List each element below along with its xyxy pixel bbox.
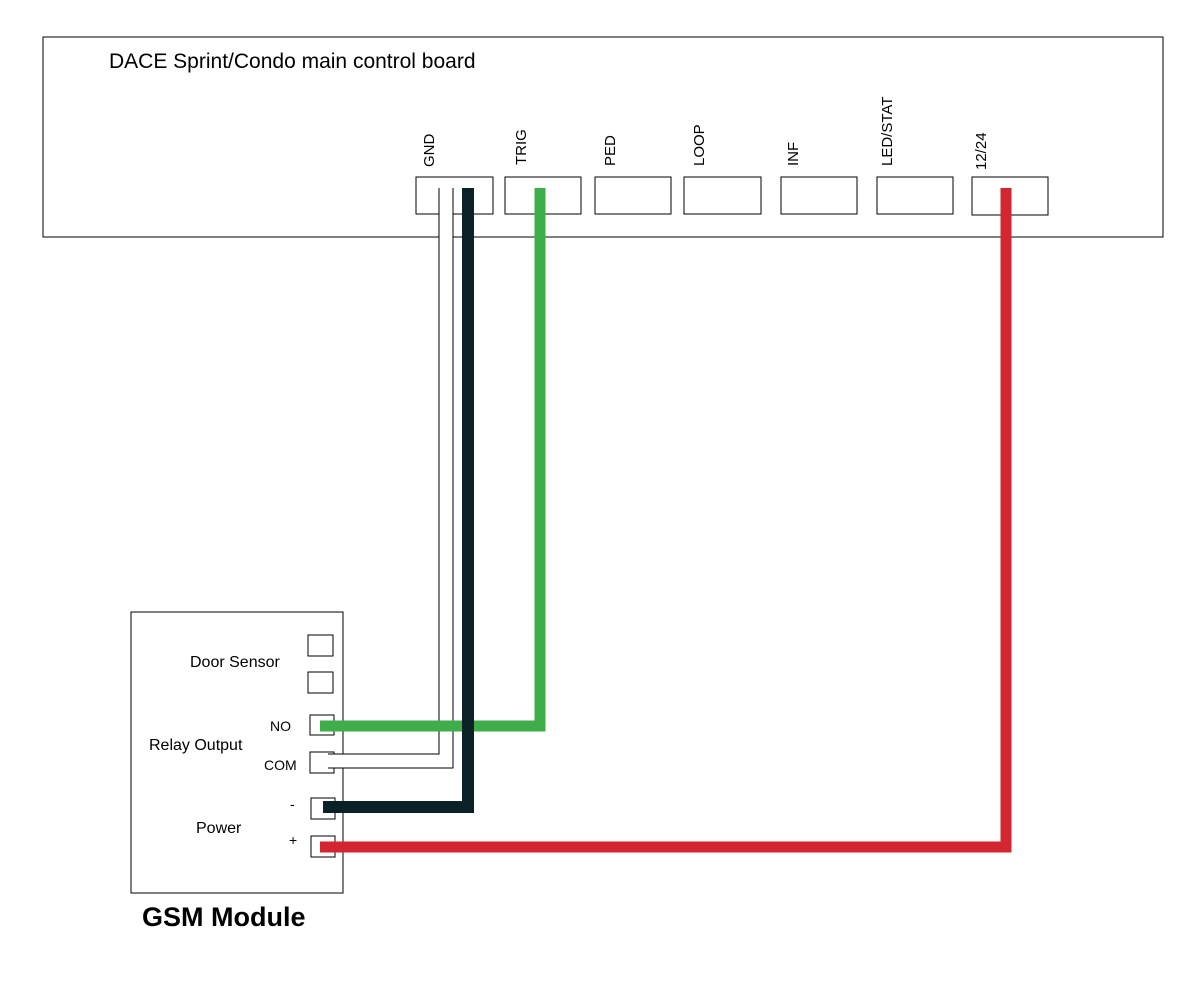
pin-label-com: COM (264, 757, 297, 773)
door-sensor-label: Door Sensor (190, 654, 280, 671)
pin-label-minus: - (290, 796, 295, 812)
main-board-title: DACE Sprint/Condo main control board (109, 50, 476, 73)
terminal-ped (594, 176, 672, 215)
terminal-label-12-24: 12/24 (973, 132, 990, 170)
terminal-label-inf: INF (785, 142, 802, 166)
terminal-label-ped: PED (602, 135, 619, 166)
power-label: Power (196, 820, 242, 837)
door-sensor-terminal-1 (307, 634, 334, 657)
terminal-label-led-stat: LED/STAT (879, 97, 896, 166)
pin-label-plus: + (289, 832, 297, 848)
wire-gnd-com-outline (328, 188, 454, 769)
gsm-module-title: GSM Module (142, 902, 306, 932)
wire-gnd-minus (323, 188, 474, 813)
wire-gnd-com (328, 188, 453, 768)
terminal-inf (780, 176, 858, 215)
wire-12-24-plus (320, 188, 1012, 853)
terminal-led-stat (876, 176, 954, 215)
gsm-module: Door Sensor Relay Output Power NO COM - … (130, 611, 344, 894)
pin-label-no: NO (270, 718, 291, 734)
wire-trig-no (320, 188, 546, 732)
wires (320, 188, 1012, 853)
terminal-label-trig: TRIG (513, 129, 530, 165)
gsm-module-outline (130, 611, 344, 894)
terminal-label-loop: LOOP (691, 124, 708, 166)
terminal-label-gnd: GND (421, 134, 438, 168)
terminal-gnd (415, 176, 494, 215)
door-sensor-terminal-2 (307, 671, 334, 694)
terminal-loop (683, 176, 762, 215)
relay-output-label: Relay Output (149, 737, 243, 754)
main-board-outline (42, 36, 1164, 238)
main-control-board: DACE Sprint/Condo main control board GND… (42, 36, 1164, 238)
